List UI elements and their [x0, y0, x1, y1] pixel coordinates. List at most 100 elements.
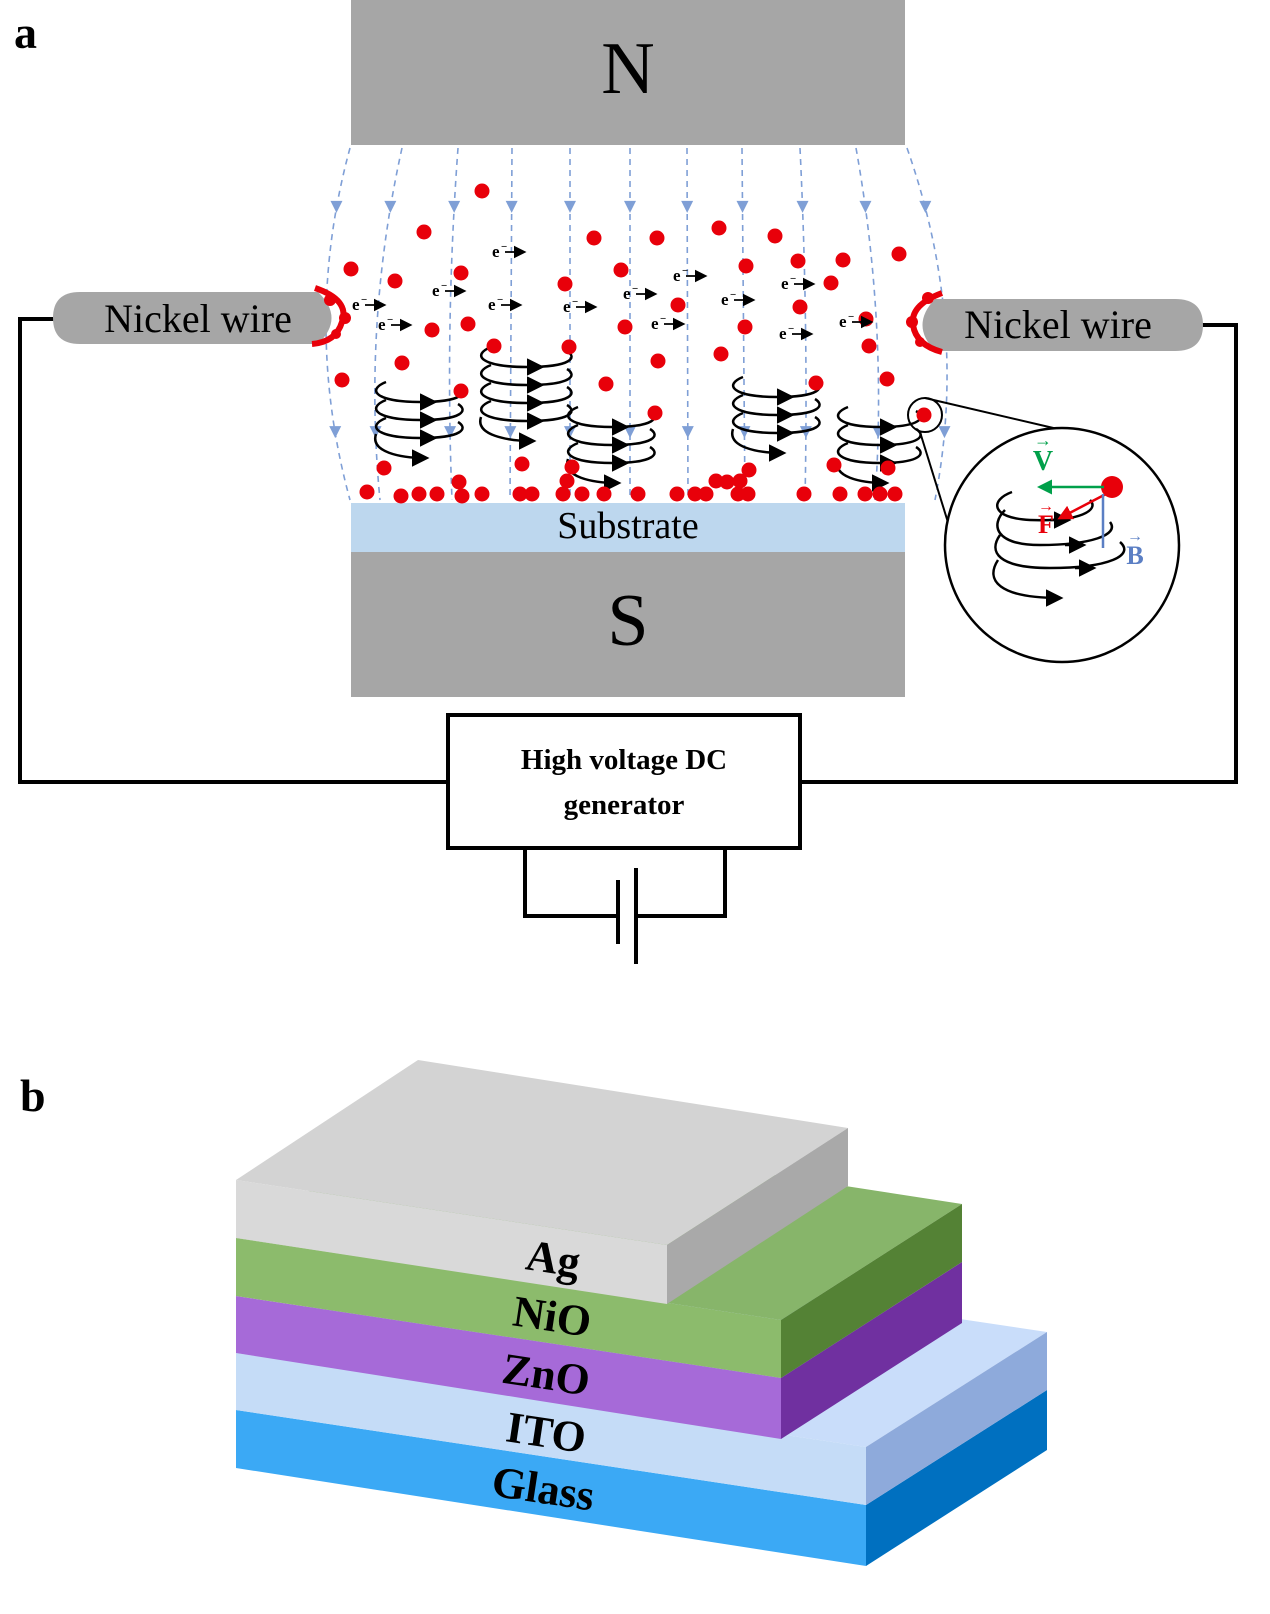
metal-ion: [719, 474, 735, 490]
helical-trajectory: [566, 405, 656, 492]
metal-ion: [858, 311, 874, 327]
electron-charge: −: [501, 241, 507, 253]
field-arrow-mark: →: [1127, 528, 1143, 545]
circuit-wires: [18, 317, 1238, 918]
field-arrowhead: [448, 200, 461, 213]
metal-ion: [574, 486, 590, 502]
field-arrowhead: [624, 200, 636, 213]
electron: e−: [492, 241, 527, 261]
metal-ion: [713, 346, 729, 362]
electron-charge: −: [361, 294, 367, 306]
field-arrowhead: [564, 200, 576, 213]
electron: e−: [651, 313, 686, 333]
force-vector: [1057, 492, 1107, 520]
ito-layer-front: [236, 1353, 866, 1505]
metal-ion: [737, 319, 753, 335]
metal-ion: [708, 473, 724, 489]
field-line: [855, 147, 880, 501]
metal-ion: [887, 486, 903, 502]
metal-ion: [524, 486, 540, 502]
electron-charge: −: [497, 294, 503, 306]
electron-symbol: e: [432, 281, 440, 300]
field-line: [686, 147, 689, 501]
electron: e−: [352, 294, 387, 314]
electron-symbol: e: [352, 295, 360, 314]
helix-turn: [480, 381, 573, 405]
electron: e−: [721, 289, 756, 309]
field-arrowhead: [919, 200, 932, 213]
metal-ion: [586, 230, 602, 246]
electron-symbol: e: [623, 284, 631, 303]
metal-ion: [598, 376, 614, 392]
metal-ion: [649, 230, 665, 246]
metal-ion: [650, 353, 666, 369]
metal-ion: [823, 275, 839, 291]
metal-ion: [891, 246, 907, 262]
electron: e−: [488, 294, 523, 314]
electron-charge: −: [387, 314, 393, 326]
metal-ion: [617, 319, 633, 335]
metal-ion: [613, 262, 629, 278]
force-arrow-mark: →: [1038, 498, 1054, 515]
helix-turn: [566, 423, 656, 447]
metal-ion: [792, 299, 808, 315]
electron: e−: [779, 323, 814, 343]
velocity-arrow-mark: →: [1034, 430, 1052, 450]
glass-layer-side: [866, 1390, 1047, 1566]
electron: e−: [673, 265, 708, 285]
electron-charge: −: [730, 289, 736, 301]
metal-ions: [334, 183, 932, 504]
metal-ion: [411, 486, 427, 502]
helix-turn: [731, 411, 821, 435]
metal-ion: [454, 488, 470, 504]
field-line: [448, 147, 459, 501]
magnet-south: [351, 552, 905, 697]
electron-symbol: e: [673, 266, 681, 285]
electrons: e−e−e−e−e−e−e−e−e−e−e−e−e−: [352, 241, 874, 343]
electron-charge: −: [848, 311, 854, 323]
substrate-label: Substrate: [557, 505, 698, 547]
metal-ion: [741, 462, 757, 478]
metal-ion: [453, 383, 469, 399]
layer-label-nio: NiO: [510, 1287, 595, 1347]
metal-ion: [879, 371, 895, 387]
zoom-inset: V → F → B →: [907, 397, 1181, 664]
metal-ion: [453, 265, 469, 281]
metal-ion: [486, 338, 502, 354]
electron-charge: −: [441, 280, 447, 292]
magnet-north: [351, 0, 905, 145]
helix-turn: [374, 398, 464, 422]
metal-ion: [394, 355, 410, 371]
generator-label-line2: generator: [564, 789, 685, 821]
nio-layer-side: [781, 1204, 962, 1378]
generator-box: [446, 713, 802, 850]
metal-ion: [474, 183, 490, 199]
helix-turn: [480, 363, 573, 387]
magnetic-field-lines: [325, 147, 951, 501]
metal-ion: [474, 486, 490, 502]
substrate: [351, 503, 905, 552]
metal-ion: [387, 273, 403, 289]
helix-exit-arrow: [479, 416, 537, 450]
field-arrowhead: [938, 426, 951, 439]
nickel-wire-left: Nickel wire: [53, 285, 351, 347]
helical-trajectory: [479, 345, 573, 450]
metal-ion: [687, 486, 703, 502]
metal-ion: [424, 322, 440, 338]
metal-ion: [559, 473, 575, 489]
electron-charge: −: [572, 296, 578, 308]
field-arrowhead: [681, 200, 694, 213]
helix-turn: [566, 405, 656, 429]
panel-b-label: b: [20, 1070, 46, 1121]
electron-symbol: e: [721, 290, 729, 309]
field-arrowhead: [329, 426, 342, 439]
electron-symbol: e: [378, 315, 386, 334]
battery-symbol: [616, 868, 638, 964]
helix-exit-arrow: [731, 428, 787, 462]
metal-ion: [732, 473, 748, 489]
metal-ion: [835, 252, 851, 268]
zno-layer-front: [236, 1296, 781, 1439]
field-arrowhead: [736, 200, 749, 213]
